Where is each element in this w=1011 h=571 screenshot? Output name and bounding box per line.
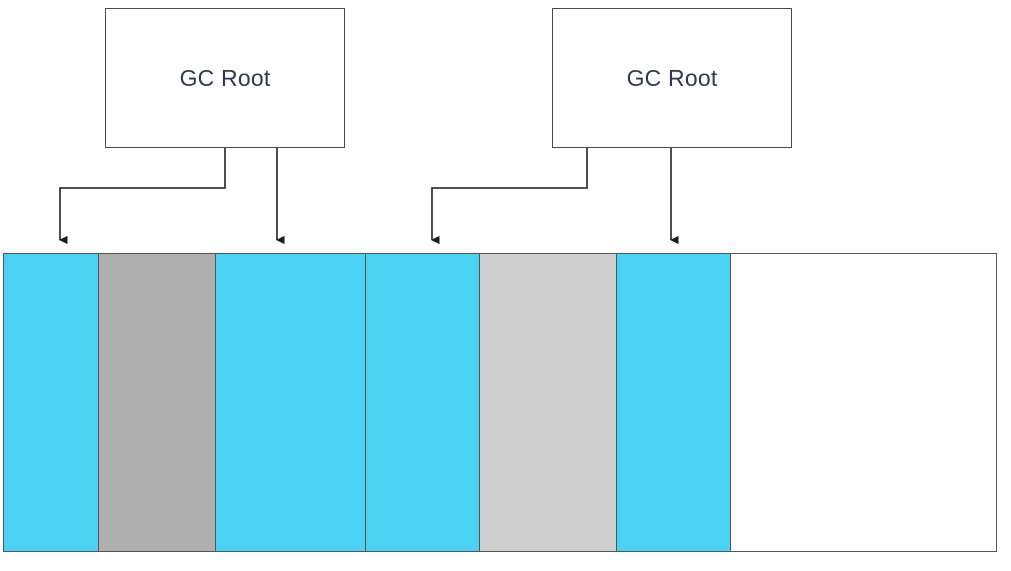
gc-root-label-2: GC Root: [626, 64, 718, 91]
heap-segment-garbage-2: [99, 254, 216, 551]
heap-segment-live-6: [617, 254, 731, 551]
heap-segment-free-7: [731, 254, 995, 551]
heap-segment-live-3: [216, 254, 366, 551]
gc-root-box-1[interactable]: GC Root: [105, 8, 345, 148]
connector-root1-seg1: [58, 148, 226, 245]
heap-segment-garbage-5: [480, 254, 617, 551]
gc-root-label-1: GC Root: [179, 64, 271, 91]
connector-root2-seg4: [430, 148, 588, 245]
heap-segment-live-1: [4, 254, 99, 551]
heap-bar: [3, 253, 997, 552]
heap-segment-live-4: [366, 254, 480, 551]
gc-root-box-2[interactable]: GC Root: [552, 8, 792, 148]
